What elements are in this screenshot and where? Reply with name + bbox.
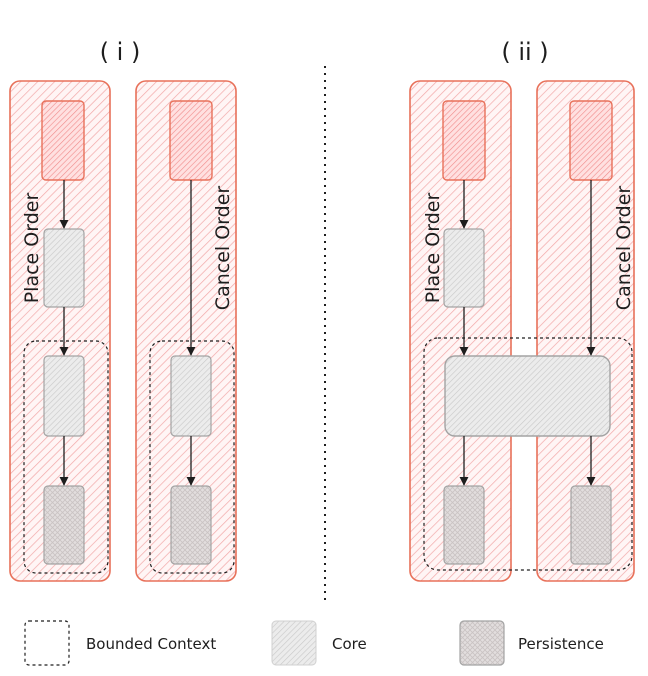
legend-label-core: Core (332, 635, 367, 653)
panel-i: Place Order Cancel Order (9, 80, 237, 582)
bounded-context-shared (423, 337, 633, 571)
cancel-persistence-box-ii (570, 485, 612, 565)
legend-label-bounded-context: Bounded Context (86, 635, 216, 653)
bounded-context-place (23, 340, 109, 574)
label-cancel-order-i: Cancel Order (212, 186, 234, 311)
legend-label-persistence: Persistence (518, 635, 604, 653)
legend-swatch-core (271, 620, 317, 666)
panel-label-ii: ( ii ) (501, 38, 548, 66)
label-place-order-ii: Place Order (422, 193, 444, 304)
legend-swatch-bounded-context (24, 620, 70, 666)
slice-cancel-order-ii (536, 80, 635, 582)
label-place-order-i: Place Order (21, 193, 43, 304)
panel-ii: Place Order Cancel Order (409, 80, 635, 582)
label-cancel-order-ii: Cancel Order (613, 186, 635, 311)
cancel-entry-box (169, 100, 213, 181)
place-persistence-box (43, 485, 85, 565)
place-core-box (43, 228, 85, 308)
legend: Bounded Context Core Persistence (24, 620, 604, 666)
cancel-core-box (170, 355, 212, 437)
cancel-persistence-box (170, 485, 212, 565)
bounded-context-cancel (149, 340, 235, 574)
place-persistence-box-ii (443, 485, 485, 565)
shared-core-box (444, 355, 611, 437)
legend-swatch-persistence (459, 620, 505, 666)
place-core-box-2 (43, 355, 85, 437)
slice-place-order-ii (409, 80, 512, 582)
slice-cancel-order (135, 80, 237, 582)
place-entry-box-ii (442, 100, 486, 181)
place-entry-box (41, 100, 85, 181)
panel-label-i: ( i ) (100, 38, 141, 66)
cancel-entry-box-ii (569, 100, 613, 181)
place-core-box-ii (443, 228, 485, 308)
slice-place-order (9, 80, 111, 582)
